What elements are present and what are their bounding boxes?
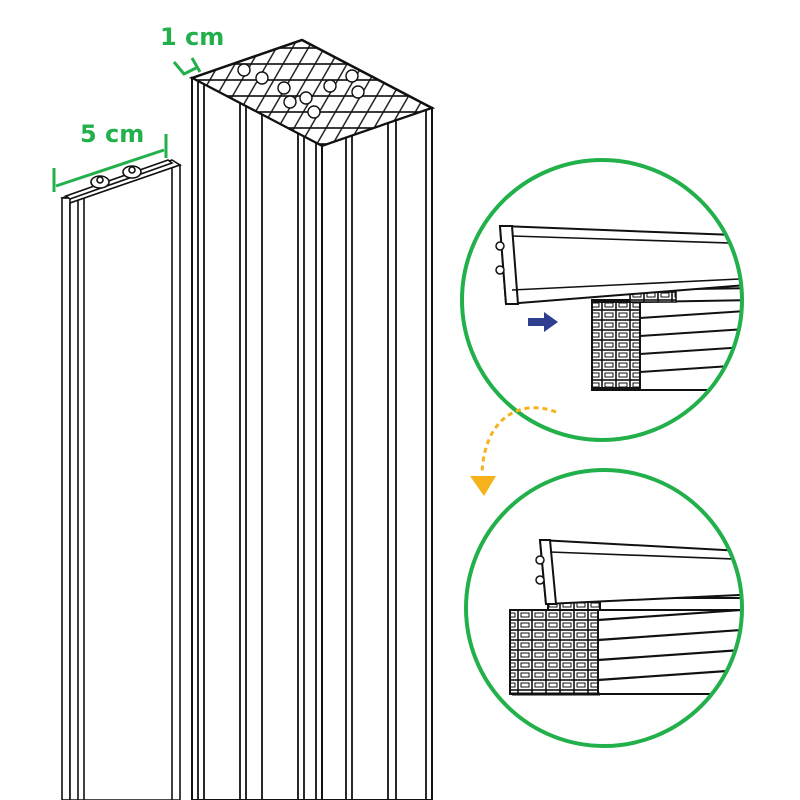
width-label: 5 cm <box>80 120 144 148</box>
single-strip <box>60 159 182 800</box>
depth-dimension: 1 cm <box>160 23 224 76</box>
detail-circle-bottom <box>464 468 744 748</box>
depth-label: 1 cm <box>160 23 224 51</box>
width-dimension: 5 cm <box>52 120 168 192</box>
step-2-detail <box>464 468 744 748</box>
step-1-detail <box>460 158 744 442</box>
push-right-arrow-icon <box>528 312 558 332</box>
curved-down-arrow-icon <box>470 406 557 496</box>
panel-stack <box>188 38 436 800</box>
detail-circle-top <box>460 158 744 442</box>
